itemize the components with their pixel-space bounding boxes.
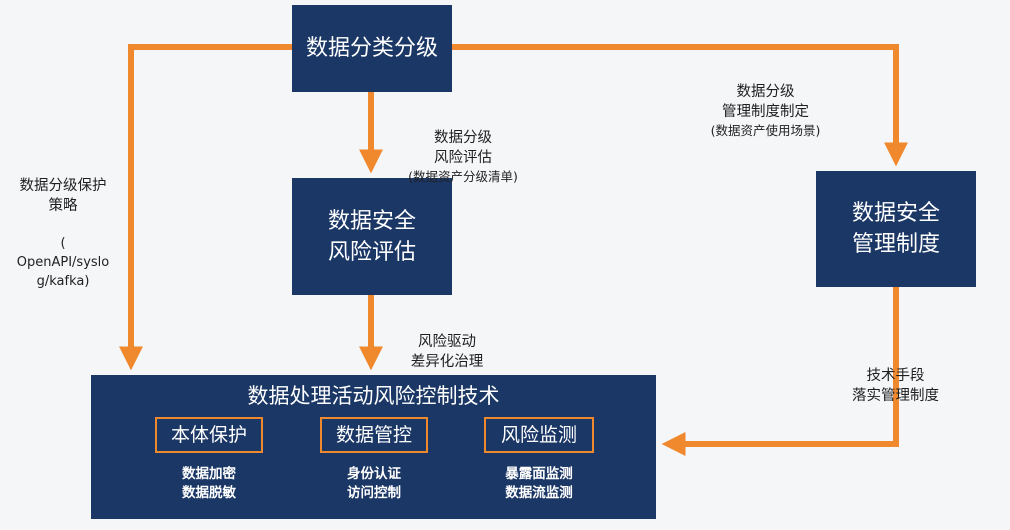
sub-box-data-control: 数据管控 [320, 417, 428, 453]
edge-label-right-bottom-text: 技术手段 落实管理制度 [852, 368, 939, 404]
edge-label-left-text: 数据分级保护 策略 [19, 178, 107, 214]
edge-label-center-top: 数据分级 风险评估 (数据资产分级清单) [388, 108, 538, 206]
edge-label-right-top: 数据分级 管理制度制定 (数据资产使用场景) [688, 62, 843, 160]
arrow-classification-to-management [452, 44, 908, 167]
edge-label-left-detail: ( OpenAPI/syslo g/kafka) [16, 236, 110, 289]
sub-box-risk-monitoring: 风险监测 [484, 417, 594, 453]
edge-label-center-top-text: 数据分级 风险评估 [434, 130, 492, 166]
edge-label-left: 数据分级保护 策略 ( OpenAPI/syslo g/kafka) [4, 156, 122, 311]
arrow-classification-to-control [119, 44, 292, 371]
node-data-classification: 数据分类分级 [292, 5, 452, 92]
main-box-title: 数据处理活动风险控制技术 [247, 384, 500, 408]
sub-box-ontology-protection: 本体保护 [155, 417, 263, 453]
node-risk-assessment: 数据安全 风险评估 [292, 178, 452, 295]
sub-desc-risk-monitoring: 暴露面监测 数据流监测 [505, 466, 573, 501]
arrow-management-to-control [661, 287, 899, 456]
edge-label-center-bottom: 风险驱动 差异化治理 [392, 312, 502, 372]
node-risk-control-technology: 数据处理活动风险控制技术 本体保护 数据加密 数据脱敏 数据管控 身份认证 访问… [91, 375, 656, 519]
sub-desc-ontology-protection: 数据加密 数据脱敏 [182, 466, 236, 501]
edge-label-center-top-detail: (数据资产分级清单) [408, 169, 518, 184]
edge-label-right-bottom: 技术手段 落实管理制度 [833, 346, 958, 406]
edge-label-center-bottom-text: 风险驱动 差异化治理 [410, 334, 484, 370]
edge-label-right-top-detail: (数据资产使用场景) [710, 123, 821, 138]
sub-desc-data-control: 身份认证 访问控制 [347, 466, 401, 501]
edge-label-right-top-text: 数据分级 管理制度制定 [722, 84, 809, 120]
node-management-system: 数据安全 管理制度 [816, 171, 976, 287]
